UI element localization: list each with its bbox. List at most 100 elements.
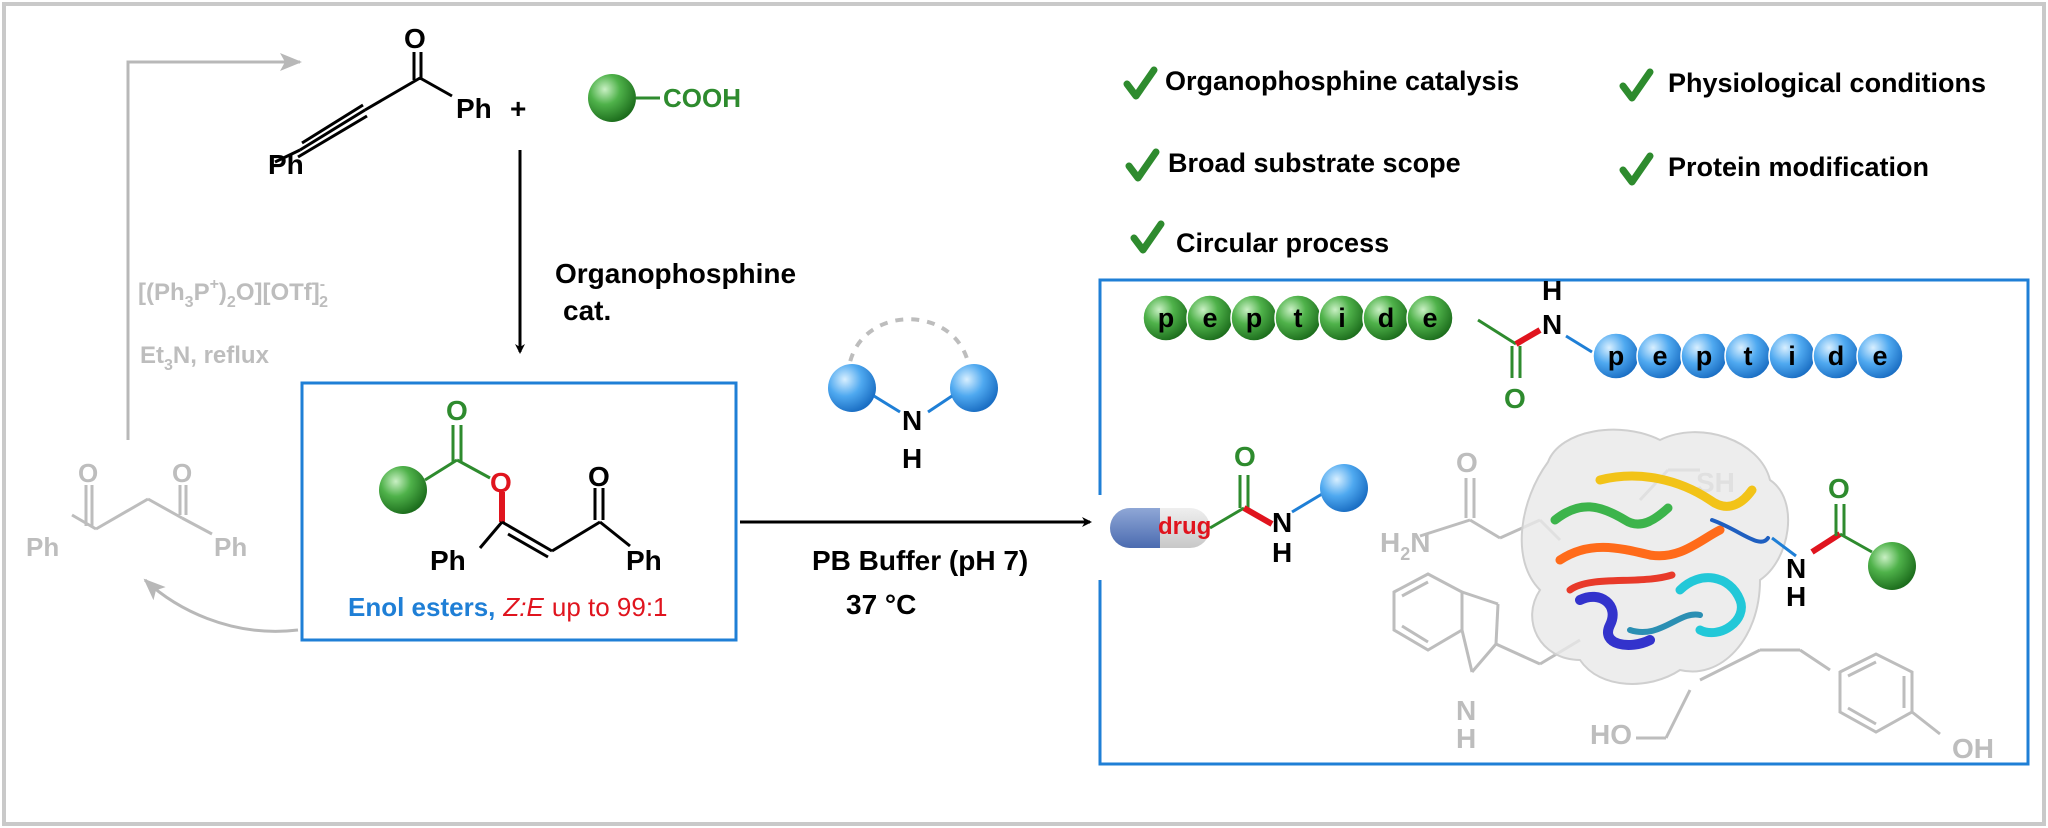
drug-label: drug (1158, 513, 1211, 540)
blue-sphere-icon (950, 364, 998, 412)
enol-Ph-left: Ph (430, 545, 466, 576)
protein-OH: OH (1952, 733, 1994, 764)
step2-condition-line2: 37 °C (846, 589, 916, 620)
green-sphere-icon (379, 466, 427, 514)
amine-reagent: N H (828, 317, 998, 474)
feature-label: Physiological conditions (1668, 68, 1986, 98)
step1-catalyst-line1: Organophosphine (555, 258, 796, 289)
ynone-structure (274, 52, 453, 164)
drug-conjugate: drug O N H (1110, 441, 1368, 568)
enol-O-ketone: O (588, 461, 610, 492)
peptide-bead (1406, 294, 1454, 342)
products-box (1098, 278, 2030, 766)
protein-conj-H: H (1786, 581, 1806, 612)
protein-conj-N: N (1786, 553, 1806, 584)
step2-condition-line1: PB Buffer (pH 7) (812, 545, 1028, 576)
step1-catalyst-line2: cat. (563, 295, 611, 326)
peptide-bead-letter: p (1246, 303, 1263, 333)
ribbon-red (1566, 571, 1676, 594)
checkmark-icon (1125, 148, 1160, 182)
drug-amide-H: H (1272, 537, 1292, 568)
ynone-Ph: Ph (456, 93, 492, 124)
recycle-reagent: [(Ph3P+)2O][OTf]-2 (138, 276, 328, 311)
peptide-bead-letter: t (1294, 303, 1303, 333)
checkmark-icon (1619, 152, 1654, 186)
amine-H: H (902, 443, 922, 474)
blue-sphere-icon (828, 364, 876, 412)
recycle-base: Et3N, reflux (140, 342, 270, 374)
dashed-linker (846, 317, 972, 378)
ribbon-loop (1710, 518, 1770, 544)
feature-label: Circular process (1176, 228, 1389, 258)
dibenzoylmethane-structure (71, 485, 213, 536)
green-sphere-icon (1868, 542, 1916, 590)
drug-amide-N: N (1272, 507, 1292, 538)
alkyne-Ph: Ph (268, 149, 304, 180)
plus-sign: + (510, 93, 526, 124)
acid-group-label: COOH (663, 83, 741, 113)
protein-H2N: H2N (1380, 527, 1430, 564)
ynone-O: O (404, 23, 426, 54)
protein-indole-N: N (1456, 695, 1476, 726)
peptide-bead-letter: t (1744, 341, 1753, 371)
diketone-Ph1: Ph (26, 532, 59, 562)
feature-item: Broad substrate scope (1125, 148, 1461, 182)
enol-Ph-right: Ph (626, 545, 662, 576)
checkmark-icon (1619, 68, 1654, 102)
peptide-bead-letter: e (1872, 341, 1887, 371)
peptide-bead-letter: d (1828, 341, 1845, 371)
recycle-arrow (126, 53, 302, 440)
peptide-bead-letter: p (1608, 341, 1625, 371)
checkmark-icon (1130, 220, 1165, 254)
enol-O-ester: O (490, 467, 512, 498)
peptide-bead-letter: e (1422, 303, 1437, 333)
peptide-link-N: N (1542, 309, 1562, 340)
peptide-bead-letter: p (1696, 341, 1713, 371)
peptide-bead (1856, 332, 1904, 380)
ribbon-cyan (1675, 573, 1746, 638)
recycle-loop: [(Ph3P+)2O][OTf]-2 Et3N, reflux O O Ph P… (26, 53, 328, 633)
amine-N: N (902, 405, 922, 436)
peptide-bead-letter: e (1202, 303, 1217, 333)
diketone-O2: O (172, 458, 192, 488)
protein-conj-O: O (1828, 473, 1850, 504)
feature-list: Organophosphine catalysis Physiological … (1123, 66, 1986, 258)
peptide-link-O: O (1504, 383, 1526, 414)
ribbon-yellow (1595, 471, 1757, 511)
feature-item: Protein modification (1619, 152, 1929, 186)
protein-modification: O H2N SH N H HO OH N H O (1380, 428, 1994, 764)
enol-ester-box (300, 381, 738, 642)
peptide-bead-letter: i (1788, 341, 1796, 371)
blue-sphere-icon (1320, 464, 1368, 512)
peptide-bead-letter: e (1652, 341, 1667, 371)
ribbon-orange (1555, 525, 1725, 565)
protein-indole-H: H (1456, 723, 1476, 754)
drug-amide-O: O (1234, 441, 1256, 472)
feature-item: Organophosphine catalysis (1123, 66, 1519, 100)
recycle-return-arrow (143, 578, 299, 633)
ribbon-blue (1575, 591, 1655, 650)
drug-capsule-blue-half (1110, 508, 1160, 548)
checkmark-icon (1123, 66, 1158, 100)
peptide-bead-letter: i (1338, 303, 1346, 333)
peptide-bead-letter: d (1378, 303, 1395, 333)
feature-label: Protein modification (1668, 152, 1929, 182)
enol-O-carbonyl: O (446, 395, 468, 426)
feature-label: Organophosphine catalysis (1165, 66, 1519, 96)
diketone-Ph2: Ph (214, 532, 247, 562)
feature-label: Broad substrate scope (1168, 148, 1461, 178)
diketone-O1: O (78, 458, 98, 488)
peptide-link-H: H (1542, 275, 1562, 306)
ribbon-green (1550, 502, 1673, 529)
ribbon-teal (1627, 611, 1703, 635)
protein-amide-O: O (1456, 447, 1478, 478)
feature-item: Circular process (1130, 220, 1389, 258)
feature-item: Physiological conditions (1619, 68, 1986, 102)
protein-HO: HO (1590, 719, 1632, 750)
